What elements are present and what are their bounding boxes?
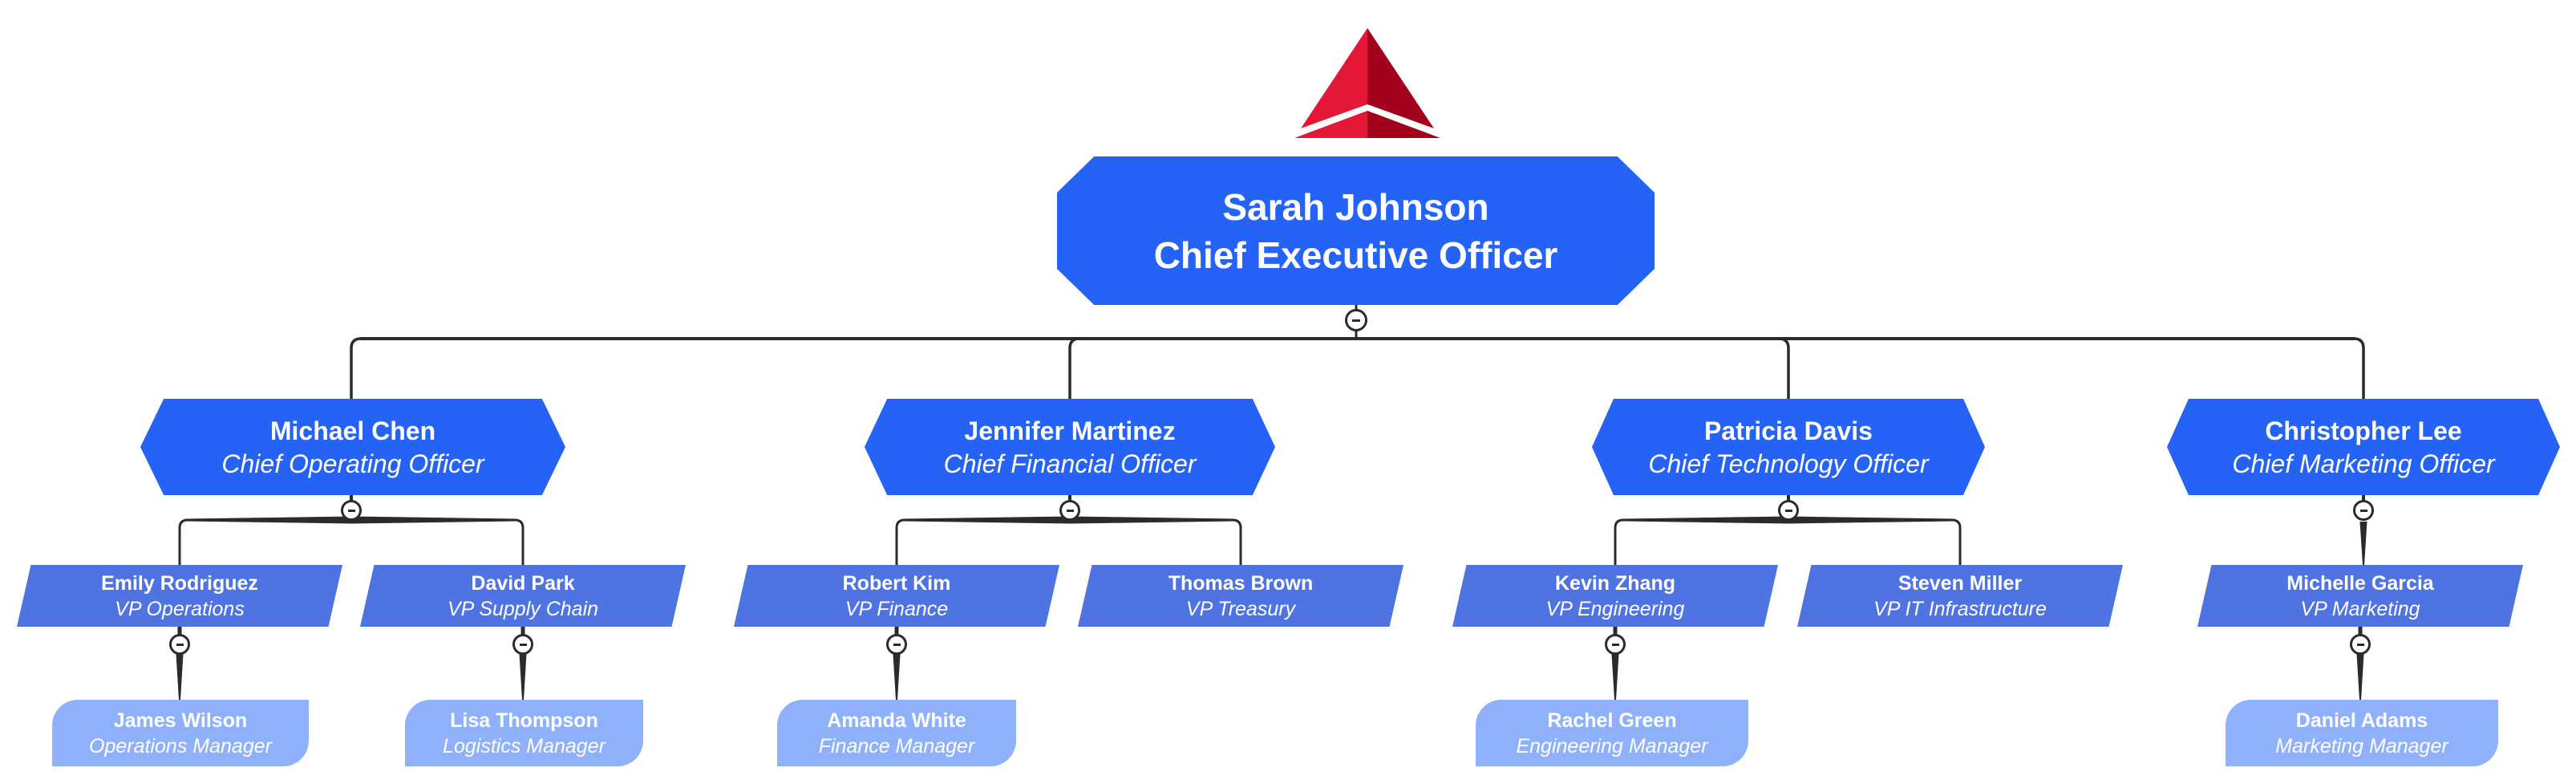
job-title: VP IT Infrastructure — [1873, 597, 2047, 620]
person-name: Daniel Adams — [2295, 709, 2428, 732]
logo-right-base — [1367, 111, 1440, 138]
executive-collapse-toggle[interactable] — [1059, 500, 1080, 521]
person-name: Christopher Lee — [2265, 416, 2462, 445]
red-triangle-logo-icon — [1294, 28, 1440, 138]
job-title: Logistics Manager — [443, 734, 606, 758]
job-title: Chief Financial Officer — [943, 449, 1197, 478]
connector-line — [1777, 337, 1790, 400]
person-name: Michelle Garcia — [2286, 571, 2434, 595]
ceo-title: Chief Executive Officer — [1153, 234, 1558, 276]
ceo-name: Sarah Johnson — [1222, 185, 1489, 228]
collapse-minus-icon — [1066, 509, 1074, 512]
collapse-minus-icon — [1611, 643, 1619, 646]
logo-left-facet — [1301, 28, 1367, 128]
person-name: Rachel Green — [1547, 709, 1677, 732]
vp-collapse-toggle[interactable] — [886, 634, 907, 655]
person-name: Amanda White — [827, 709, 966, 732]
person-name: Thomas Brown — [1168, 571, 1314, 595]
executive-collapse-toggle[interactable] — [2353, 500, 2374, 521]
job-title: Chief Operating Officer — [221, 449, 484, 478]
executive-collapse-toggle[interactable] — [1778, 500, 1799, 521]
job-title: Chief Technology Officer — [1648, 449, 1929, 478]
vp-collapse-toggle[interactable] — [1605, 634, 1626, 655]
vp-collapse-toggle[interactable] — [169, 634, 190, 655]
logo-left-base — [1294, 111, 1367, 138]
job-title: Operations Manager — [89, 734, 272, 758]
connector-line — [2352, 337, 2365, 400]
collapse-minus-icon — [2356, 643, 2364, 646]
job-title: Finance Manager — [818, 734, 975, 758]
person-name: Robert Kim — [842, 571, 951, 595]
job-title: Marketing Manager — [2275, 734, 2448, 758]
collapse-minus-icon — [893, 643, 901, 646]
job-title: Chief Marketing Officer — [2232, 449, 2495, 478]
executive-collapse-toggle[interactable] — [341, 500, 362, 521]
vp-collapse-toggle[interactable] — [512, 634, 533, 655]
job-title: Engineering Manager — [1516, 734, 1708, 758]
collapse-minus-icon — [519, 643, 527, 646]
ceo-node[interactable]: Sarah Johnson Chief Executive Officer — [1057, 156, 1655, 305]
connector-line — [1950, 518, 1962, 567]
collapse-minus-icon — [1784, 509, 1792, 512]
connector-line — [176, 654, 184, 700]
connector-line — [1614, 518, 1625, 567]
job-title: VP Treasury — [1185, 597, 1296, 620]
person-name: James Wilson — [113, 709, 248, 732]
collapse-minus-icon — [1352, 319, 1360, 322]
person-name: Jennifer Martinez — [964, 416, 1176, 445]
connector-line — [1068, 337, 1081, 400]
connector-line — [350, 337, 363, 400]
connector-line — [893, 654, 901, 700]
connector-line — [1611, 654, 1619, 700]
job-title: VP Finance — [844, 597, 949, 620]
collapse-minus-icon — [2359, 509, 2367, 512]
person-name: Emily Rodriguez — [101, 571, 258, 595]
connector-line — [895, 518, 906, 567]
collapse-minus-icon — [176, 643, 184, 646]
job-title: VP Engineering — [1545, 597, 1685, 620]
connector-line — [513, 518, 525, 567]
connector-line — [2359, 522, 2367, 565]
connector-line — [1231, 518, 1242, 567]
job-title: VP Supply Chain — [447, 597, 599, 620]
job-title: VP Marketing — [2300, 597, 2420, 620]
person-name: Steven Miller — [1898, 571, 2023, 595]
vp-collapse-toggle[interactable] — [2350, 634, 2371, 655]
connector-line — [519, 654, 527, 700]
logo-right-facet — [1367, 28, 1434, 128]
person-name: Lisa Thompson — [450, 709, 598, 732]
person-name: Michael Chen — [269, 416, 436, 445]
job-title: VP Operations — [115, 597, 245, 620]
collapse-minus-icon — [347, 509, 355, 512]
ceo-collapse-toggle[interactable] — [1345, 309, 1367, 331]
person-name: Kevin Zhang — [1554, 571, 1675, 595]
person-name: David Park — [471, 571, 575, 595]
connector-line — [178, 518, 189, 567]
connector-line — [2356, 654, 2364, 700]
person-name: Patricia Davis — [1704, 416, 1873, 445]
